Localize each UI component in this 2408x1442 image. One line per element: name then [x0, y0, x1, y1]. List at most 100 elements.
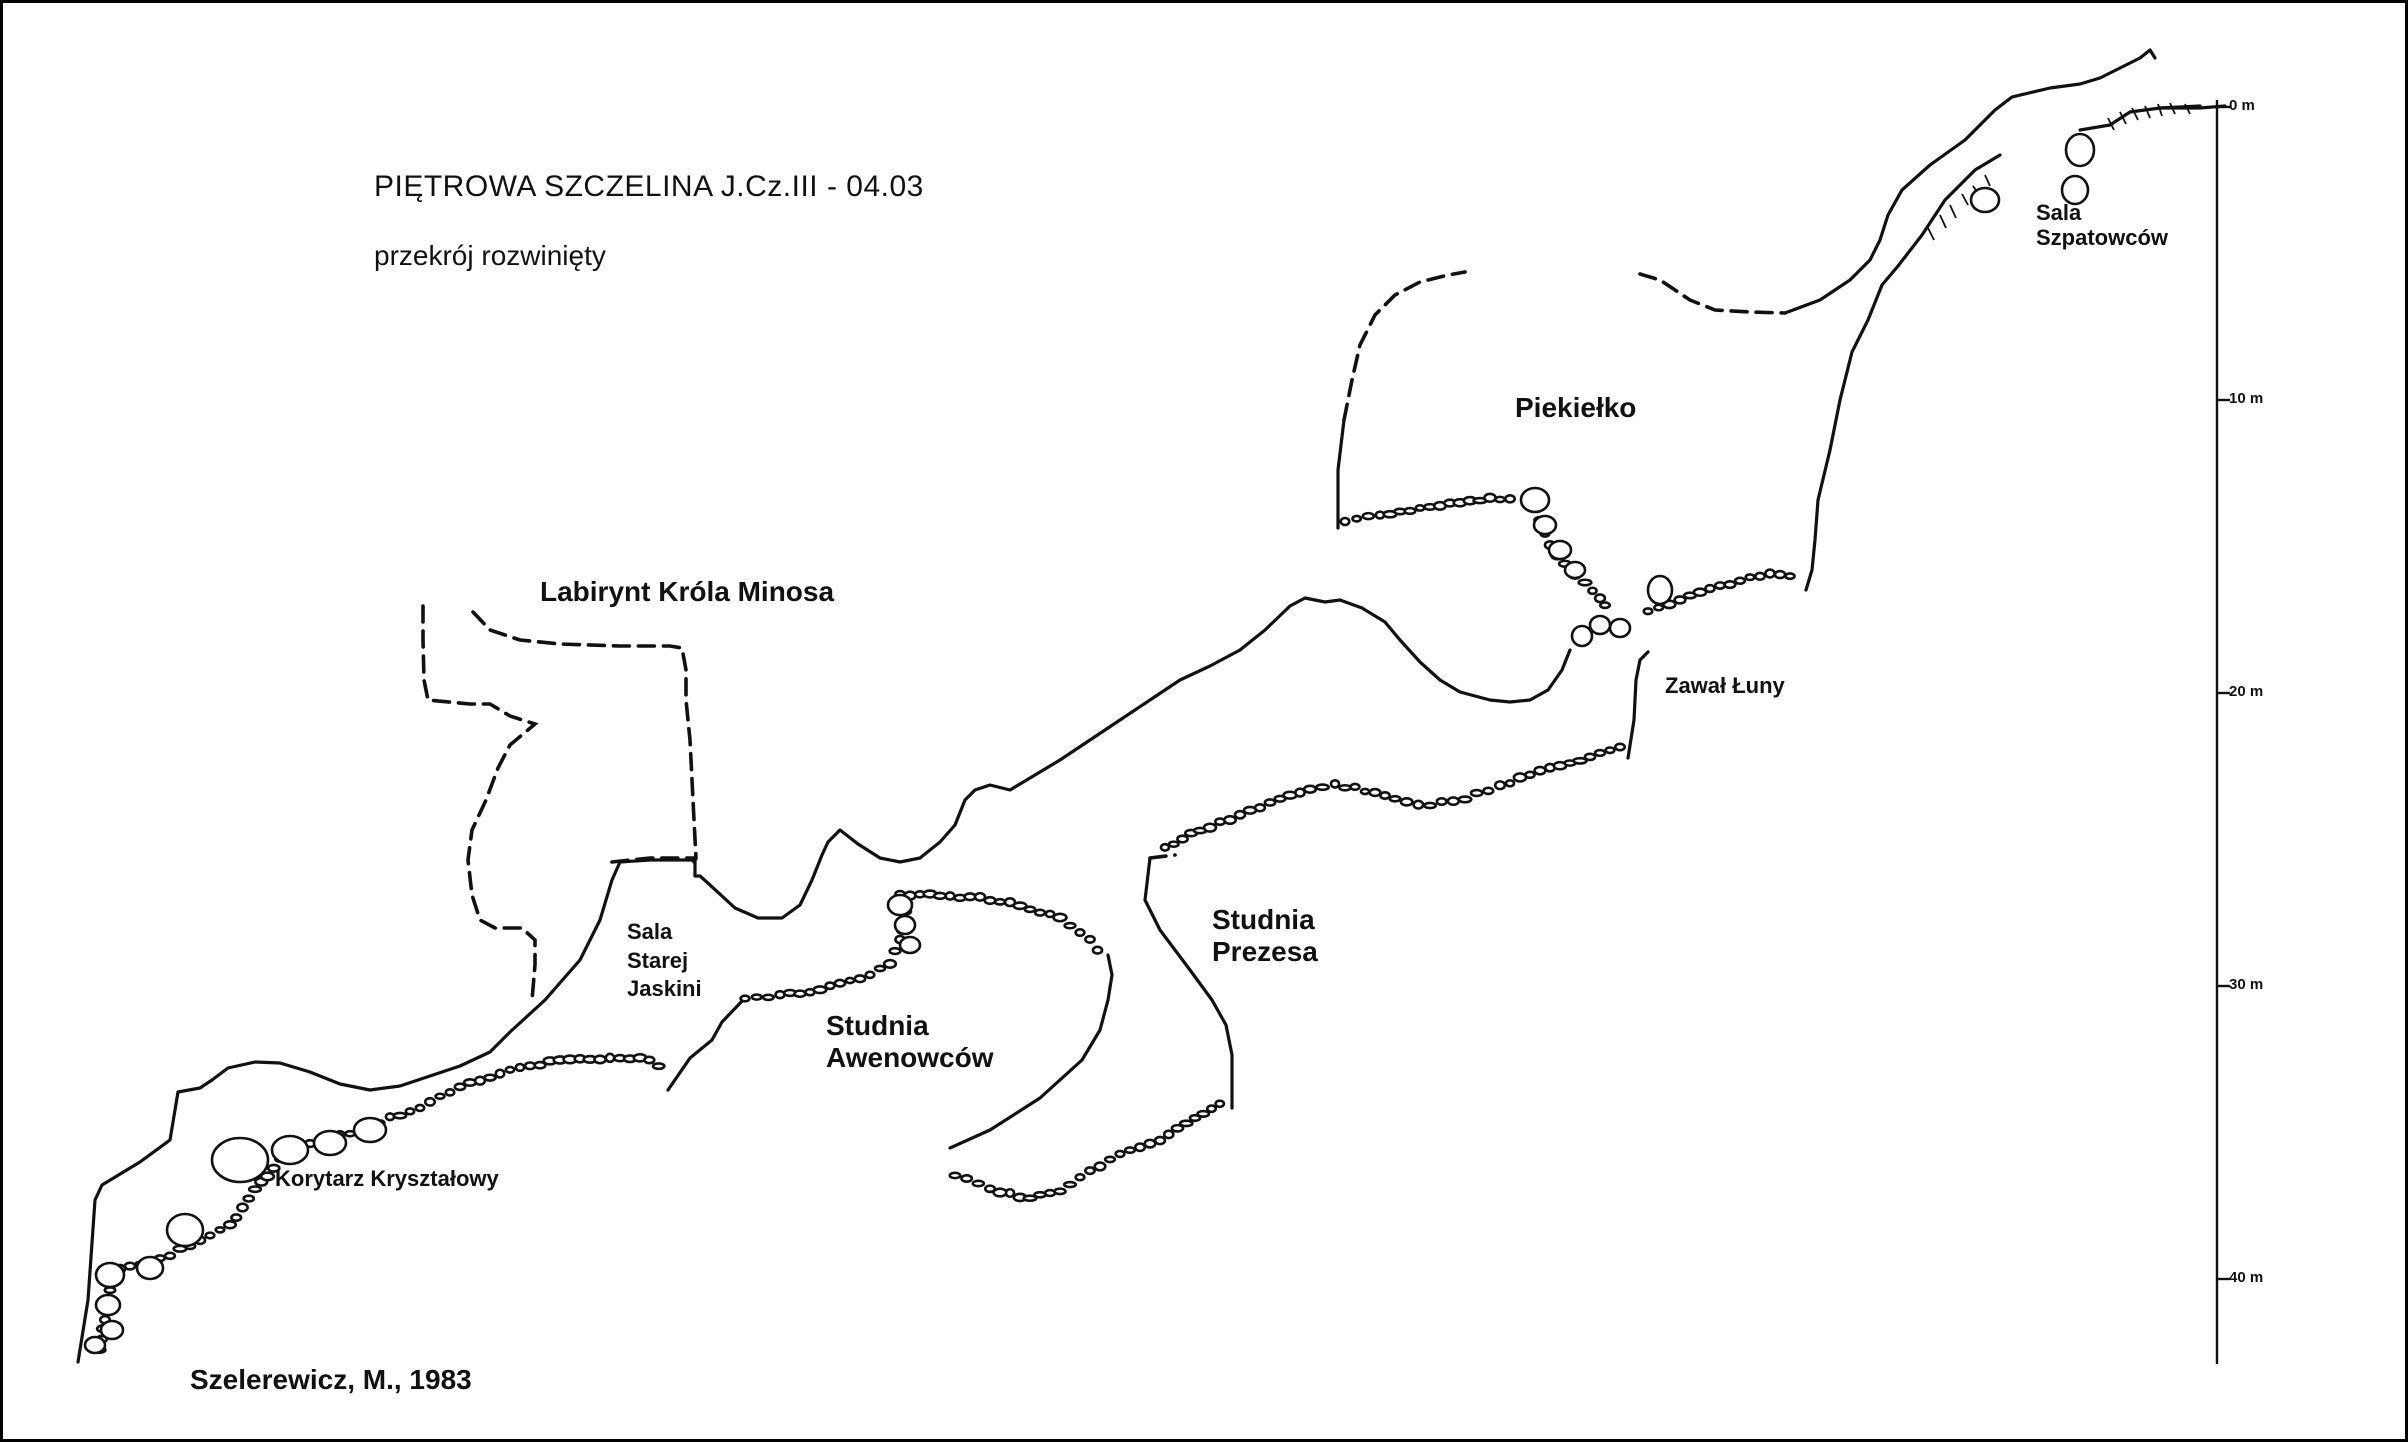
rubble-stone — [1205, 1104, 1218, 1114]
rubble-stone — [1044, 909, 1056, 919]
rubble-stone — [1167, 840, 1180, 849]
rubble-stone — [1114, 1149, 1126, 1159]
rubble-stone — [1577, 578, 1593, 587]
rubble-stone — [1764, 568, 1776, 579]
rubble-stone — [236, 1202, 249, 1213]
rubble-stone — [1349, 782, 1361, 792]
lower-wall-segment — [666, 996, 747, 1092]
rubble-stone — [1133, 1142, 1147, 1153]
rubble-stone — [83, 1335, 107, 1355]
rubble-stone — [604, 1052, 616, 1064]
rubble-stone — [893, 914, 917, 936]
rubble-stone — [1023, 905, 1037, 914]
rubble-stone — [1723, 579, 1737, 590]
shaft-prezesa-wall — [1143, 856, 1234, 1110]
rubble-stone — [230, 1213, 243, 1223]
rubble-stone — [473, 1075, 487, 1086]
rubble-stone — [1302, 784, 1318, 794]
rubble-stone — [1646, 574, 1674, 606]
label-zawal-luny: Zawał Łuny — [1665, 673, 1785, 698]
rubble-stone — [886, 893, 914, 917]
rubble-stone — [1524, 770, 1536, 780]
map-title: PIĘTROWA SZCZELINA J.Cz.III - 04.03 — [374, 170, 924, 203]
rubble-stone — [1084, 1166, 1096, 1176]
rubble-stone — [1469, 788, 1484, 798]
rubble-stone — [1263, 798, 1277, 807]
rubble-layer — [83, 132, 2096, 1355]
rubble-stone — [1399, 797, 1414, 807]
rubble-stone — [1003, 896, 1017, 908]
rubble-stone — [1004, 1187, 1016, 1199]
rubble-stone — [960, 1174, 974, 1183]
rubble-stone — [651, 1062, 666, 1071]
rubble-stone — [1547, 539, 1573, 561]
rubble-stone — [247, 1185, 263, 1194]
upper-wall-outline — [76, 596, 1572, 1364]
rubble-stone — [1084, 934, 1096, 945]
rubble-stone — [1368, 787, 1382, 798]
rubble-stone — [1053, 1187, 1067, 1196]
rubble-stone — [1315, 783, 1330, 792]
rubble-stone — [992, 1187, 1008, 1198]
rubble-stone — [1482, 786, 1495, 796]
zawal-luny-step — [1626, 650, 1650, 760]
rubble-stone — [873, 964, 887, 973]
rubble-stone — [812, 985, 828, 995]
rubble-stone — [204, 1231, 216, 1240]
rubble-stone — [1359, 787, 1371, 796]
label-korytarz-krysztalowy: Korytarz Kryształowy — [275, 1166, 499, 1191]
rubble-stone — [1361, 511, 1376, 521]
rubble-stone — [1196, 1109, 1211, 1118]
rubble-stone — [1604, 746, 1616, 755]
rubble-stone — [1563, 560, 1587, 580]
rubble-stone — [1074, 928, 1086, 938]
rubble-stone — [739, 994, 751, 1003]
prezesa-top-dashed — [1148, 853, 1177, 860]
rubble-stone — [853, 974, 867, 984]
rubble-stone — [414, 1103, 426, 1113]
rubble-stone — [1598, 601, 1612, 610]
rubble-stone — [1435, 796, 1448, 807]
rubble-stone — [99, 1319, 125, 1341]
rubble-stone — [844, 976, 856, 985]
rubble-stone — [352, 1116, 388, 1144]
rubble-stone — [1519, 486, 1551, 514]
rubble-stone — [423, 1096, 437, 1107]
rubble-stone — [1338, 783, 1352, 792]
map-subtitle: przekrój rozwinięty — [374, 240, 606, 271]
rubble-stone — [210, 1136, 270, 1184]
rubble-stone — [1608, 617, 1632, 639]
rubble-stone — [1457, 795, 1473, 804]
rubble-stone — [1493, 780, 1507, 791]
rubble-stone — [1214, 1099, 1226, 1109]
rubble-stone — [1052, 912, 1068, 923]
rubble-stone — [1653, 603, 1665, 612]
label-labirynt: Labirynt Króla Minosa — [540, 576, 835, 607]
rubble-stone — [932, 891, 948, 901]
rubble-stone — [1593, 593, 1607, 604]
upper-passage-roof — [1783, 48, 2157, 315]
rubble-stone — [1504, 779, 1516, 788]
rubble-stone — [793, 989, 807, 999]
rubble-stone — [1162, 1129, 1175, 1140]
rubble-stone — [1062, 1180, 1078, 1189]
rubble-stone — [453, 1082, 467, 1092]
rubble-stone — [1744, 573, 1756, 582]
rubble-stone — [1202, 822, 1218, 833]
rubble-stone — [242, 1194, 256, 1203]
rubble-stone — [504, 1065, 516, 1074]
rubble-stone — [1222, 814, 1238, 826]
rubble-stone — [1143, 1138, 1157, 1149]
rubble-stone — [94, 1293, 122, 1317]
rubble-stone — [1754, 571, 1766, 582]
rubble-stone — [1673, 595, 1687, 605]
piekielko-wall — [1336, 418, 1346, 530]
rubble-stone — [1063, 921, 1077, 930]
rubble-stone — [898, 935, 922, 955]
rubble-stone — [1074, 1172, 1086, 1182]
label-piekielko: Piekiełko — [1515, 392, 1637, 423]
depth-scale-ticks — [2217, 105, 2230, 1281]
rubble-stone — [882, 958, 898, 969]
rubble-stone — [533, 1060, 547, 1070]
